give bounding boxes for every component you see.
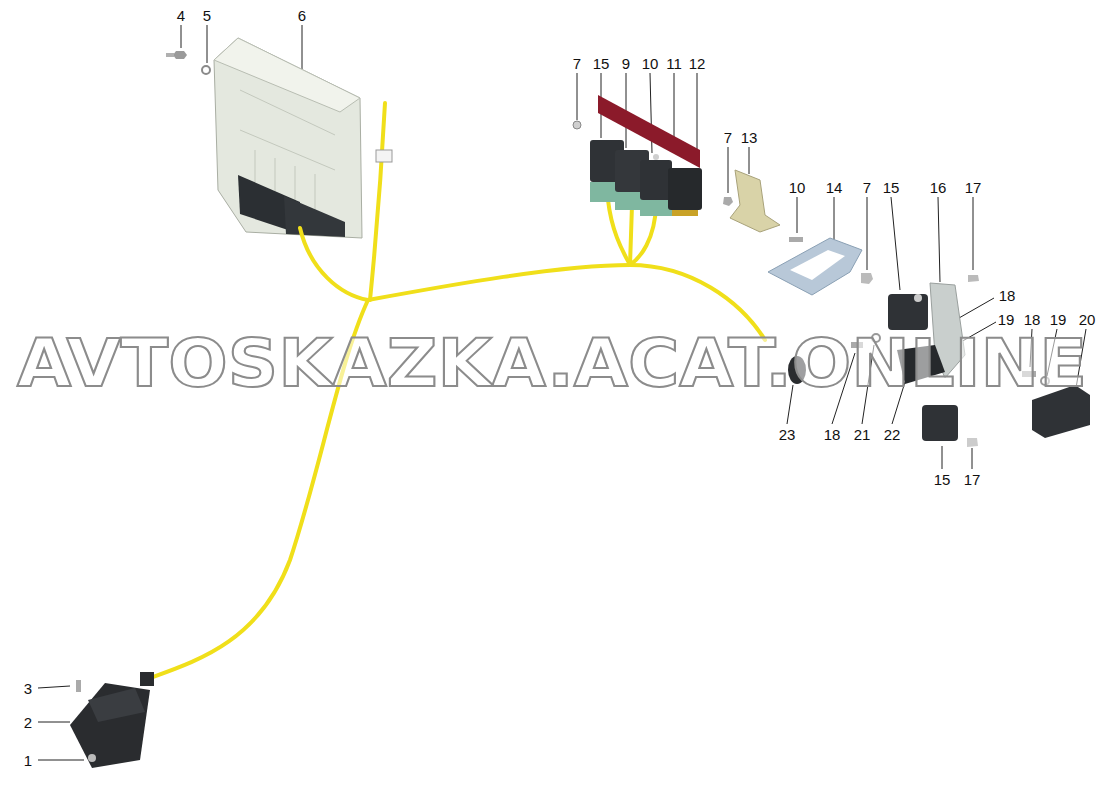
callout-number: 17 [965, 180, 982, 195]
callout-number: 6 [298, 8, 306, 23]
callout-number: 19 [998, 312, 1015, 327]
callout-number: 4 [177, 8, 185, 23]
callout-number: 15 [593, 56, 610, 71]
callout-number: 17 [964, 472, 981, 487]
callout-number: 14 [826, 180, 843, 195]
callout-number: 1 [24, 753, 32, 768]
callout-number: 21 [854, 427, 871, 442]
callout-number: 12 [689, 56, 706, 71]
callout-number: 23 [779, 427, 796, 442]
callout-number: 11 [666, 56, 682, 71]
callout-number: 16 [930, 180, 947, 195]
callout-number: 7 [724, 130, 732, 145]
callout-number: 18 [999, 288, 1016, 303]
callout-number: 3 [24, 681, 32, 696]
callout-number: 13 [741, 130, 758, 145]
callout-number: 18 [824, 427, 841, 442]
callout-number: 10 [642, 56, 659, 71]
callout-number: 9 [622, 56, 630, 71]
callout-number: 15 [934, 472, 951, 487]
callout-number: 19 [1050, 312, 1067, 327]
callout-number: 20 [1079, 312, 1096, 327]
callout-number: 18 [1024, 312, 1041, 327]
callout-number: 7 [863, 180, 871, 195]
callout-number: 10 [789, 180, 806, 195]
callout-number: 22 [884, 427, 901, 442]
callout-number: 2 [24, 715, 32, 730]
callout-number: 5 [203, 8, 211, 23]
callout-number: 7 [573, 56, 581, 71]
callout-number: 15 [883, 180, 900, 195]
watermark: AVTOSKAZKA.ACAT.ONLINE [17, 331, 1087, 397]
